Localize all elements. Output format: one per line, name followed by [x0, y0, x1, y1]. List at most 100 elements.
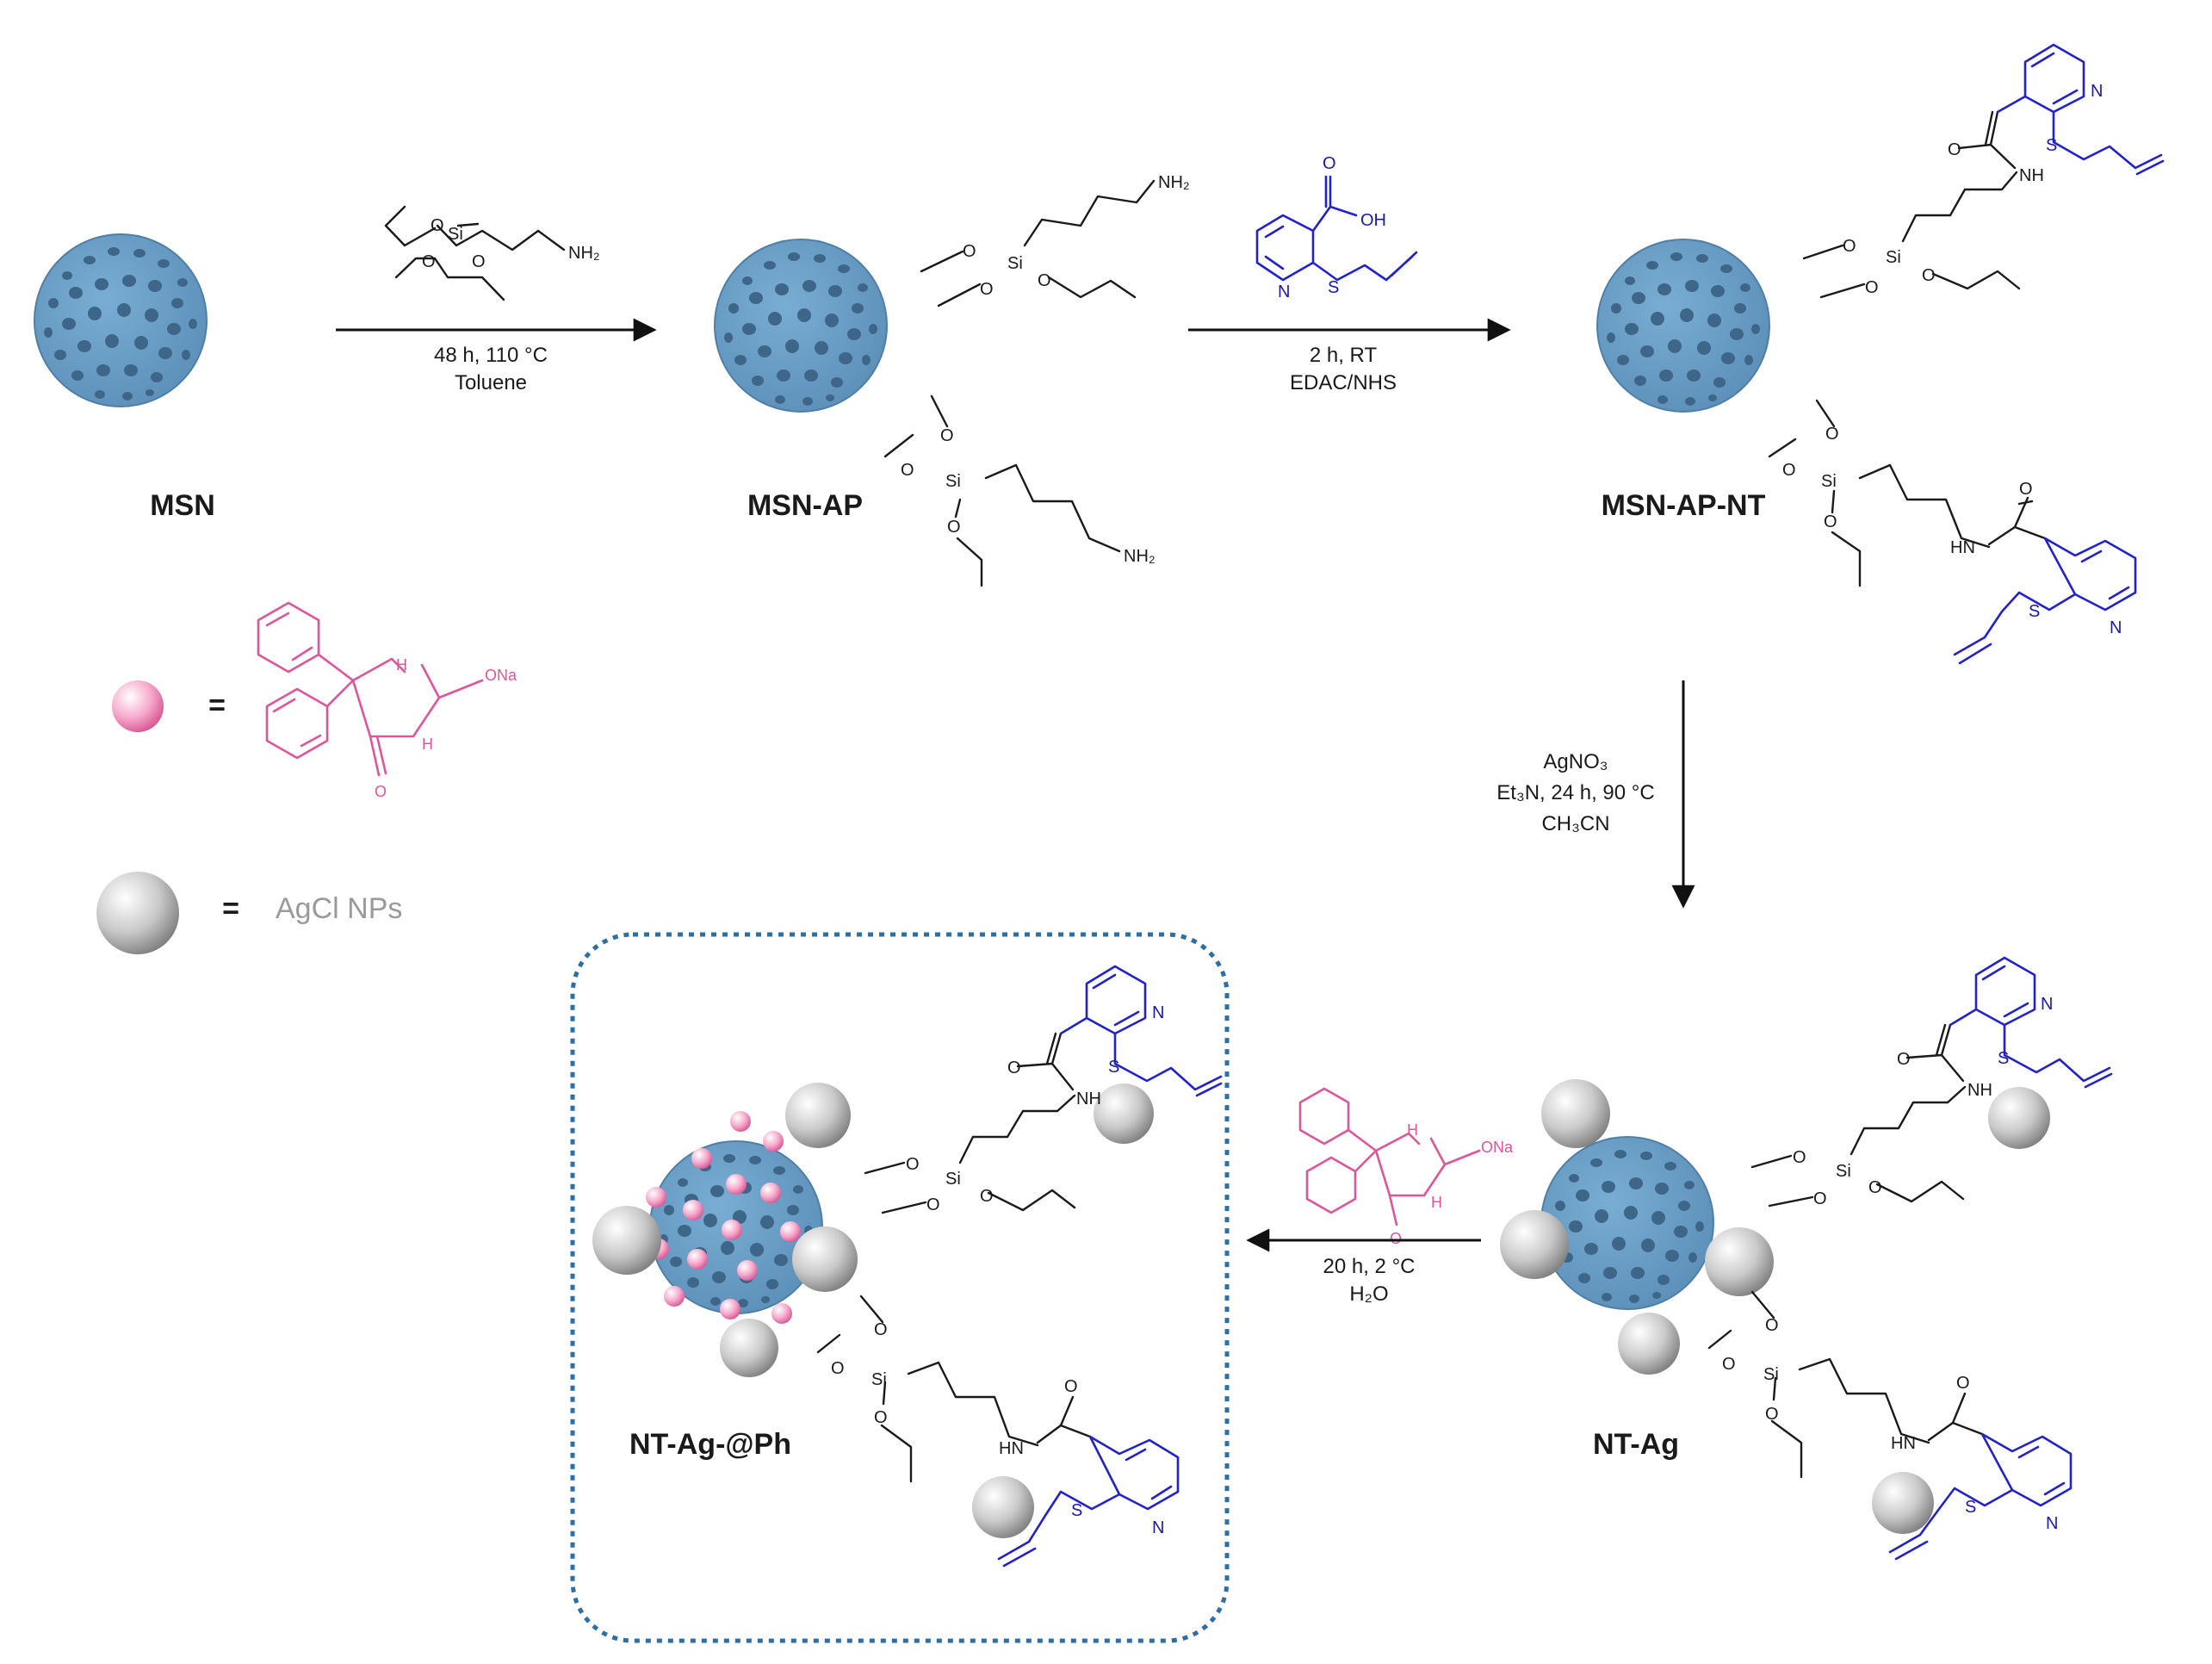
nt-ag-ph-pyridine-top: N S: [1059, 965, 1223, 1097]
msn-sphere: [34, 233, 208, 407]
svg-text:O: O: [1865, 278, 1879, 297]
svg-text:HN: HN: [1950, 538, 1975, 557]
agcl-particle: [1541, 1079, 1610, 1148]
svg-text:O: O: [1007, 1059, 1021, 1077]
svg-text:N: N: [2091, 82, 2103, 101]
svg-text:Si: Si: [1836, 1162, 1851, 1181]
agcl-particle: [1094, 1083, 1154, 1144]
svg-text:O: O: [422, 252, 436, 271]
phenytoin-reagent-structure: H H ONa O: [1298, 1087, 1514, 1247]
svg-text:S: S: [1108, 1058, 1119, 1077]
svg-text:O: O: [375, 783, 387, 800]
svg-text:O: O: [1956, 1374, 1970, 1393]
svg-text:S: S: [1328, 278, 1339, 297]
svg-text:O: O: [1824, 512, 1837, 531]
msn-ap-nt-pyridine-top: N S: [1996, 43, 2165, 176]
msn-ap-nt-linker-bottom: O O Si O HN O: [1768, 399, 2047, 587]
nicotinic-acid-structure: O OH N S: [1255, 154, 1418, 301]
svg-text:N: N: [1152, 1518, 1164, 1537]
nt-ag-ph-linker-top: O O Si O NH O: [864, 1032, 1101, 1214]
svg-text:ONa: ONa: [1481, 1139, 1514, 1156]
svg-text:NH: NH: [1967, 1081, 1992, 1100]
step3-reagent: AgNO₃: [1543, 750, 1608, 773]
svg-text:HN: HN: [1891, 1434, 1916, 1453]
svg-text:H: H: [1431, 1194, 1442, 1211]
agcl-particle: [1618, 1313, 1680, 1375]
nt-ag-ph-linker-bottom: O O Si O HN O: [816, 1295, 1092, 1483]
svg-text:O: O: [940, 426, 954, 445]
svg-text:NH: NH: [1076, 1090, 1101, 1108]
msn-ap-nt-pyridine-bottom: N S: [1953, 537, 2137, 665]
svg-text:NH₂: NH₂: [1124, 547, 1156, 566]
nt-ag-pyridine-top: N S: [1949, 956, 2113, 1089]
step2-reagents: EDAC/NHS: [1290, 371, 1397, 394]
svg-text:N: N: [2041, 995, 2053, 1014]
step2-conditions: 2 h, RT: [1310, 344, 1378, 367]
svg-text:O: O: [1765, 1316, 1779, 1335]
svg-text:O: O: [1323, 154, 1336, 173]
svg-text:O: O: [1782, 461, 1796, 480]
legend-equals-1: =: [208, 689, 226, 722]
agcl-particle: [1705, 1227, 1774, 1296]
agcl-particle: [592, 1206, 661, 1275]
svg-text:O: O: [1064, 1377, 1078, 1396]
step3-solvent: CH₃CN: [1541, 812, 1609, 835]
msn-ap-sphere: [714, 239, 888, 413]
svg-text:Si: Si: [1886, 248, 1901, 267]
svg-text:S: S: [2046, 136, 2057, 155]
svg-text:O: O: [1843, 237, 1856, 256]
agcl-particle: [1500, 1210, 1569, 1279]
svg-text:N: N: [1152, 1003, 1164, 1022]
svg-text:O: O: [980, 1187, 994, 1206]
svg-text:Si: Si: [945, 1170, 961, 1189]
nt-ag-sphere: [1540, 1136, 1714, 1310]
svg-text:Si: Si: [871, 1370, 887, 1389]
agcl-particle: [792, 1226, 858, 1292]
svg-text:O: O: [1390, 1230, 1402, 1247]
svg-text:N: N: [2046, 1514, 2058, 1533]
svg-text:O: O: [1722, 1355, 1736, 1374]
svg-text:O: O: [472, 252, 486, 271]
svg-text:N: N: [1278, 283, 1290, 301]
loaded-phenytoin-dots: [646, 1111, 801, 1324]
agcl-particle: [720, 1319, 778, 1377]
svg-text:O: O: [1897, 1050, 1911, 1069]
svg-text:H: H: [422, 736, 433, 753]
label-nt-ag-ph: NT-Ag-@Ph: [629, 1428, 791, 1461]
svg-text:O: O: [963, 242, 976, 261]
svg-text:O: O: [2019, 480, 2033, 499]
legend-agcl-label: AgCl NPs: [276, 892, 402, 925]
svg-text:NH: NH: [2019, 166, 2044, 185]
svg-text:H: H: [396, 656, 407, 674]
agcl-particle: [972, 1476, 1034, 1538]
aptes-structure: O Si O O NH₂: [384, 205, 600, 301]
step4-conditions: 20 h, 2 °C: [1323, 1255, 1416, 1278]
svg-text:Si: Si: [1007, 254, 1023, 273]
label-nt-ag: NT-Ag: [1593, 1428, 1679, 1461]
nt-ag-ph-pyridine-bottom: N S: [997, 1435, 1180, 1568]
svg-text:O: O: [874, 1320, 888, 1339]
nt-ag-linker-top: O O Si O NH O: [1750, 1023, 1992, 1208]
svg-text:S: S: [2029, 602, 2040, 621]
svg-text:O: O: [1813, 1189, 1827, 1208]
legend-equals-2: =: [222, 892, 239, 925]
msn-ap-linker-top: O O Si O NH₂: [920, 173, 1190, 307]
svg-text:HN: HN: [999, 1439, 1024, 1458]
svg-text:N: N: [2110, 618, 2122, 637]
svg-text:O: O: [980, 280, 994, 299]
svg-text:O: O: [1868, 1178, 1882, 1197]
step1-solvent: Toluene: [455, 371, 527, 394]
svg-text:H: H: [1407, 1121, 1418, 1139]
msn-ap-nt-sphere: [1596, 239, 1770, 413]
svg-text:O: O: [831, 1359, 845, 1378]
agcl-legend-ball: [96, 872, 179, 954]
svg-text:O: O: [1948, 140, 1961, 159]
msn-ap-linker-bottom: O O Si O NH₂: [883, 394, 1156, 587]
svg-text:O: O: [1793, 1148, 1806, 1167]
phenytoin-legend-ball: [112, 680, 164, 732]
svg-text:O: O: [947, 518, 961, 537]
svg-text:NH₂: NH₂: [568, 244, 600, 263]
nt-ag-pyridine-bottom: N S: [1888, 1432, 2073, 1561]
svg-text:Si: Si: [448, 225, 463, 244]
